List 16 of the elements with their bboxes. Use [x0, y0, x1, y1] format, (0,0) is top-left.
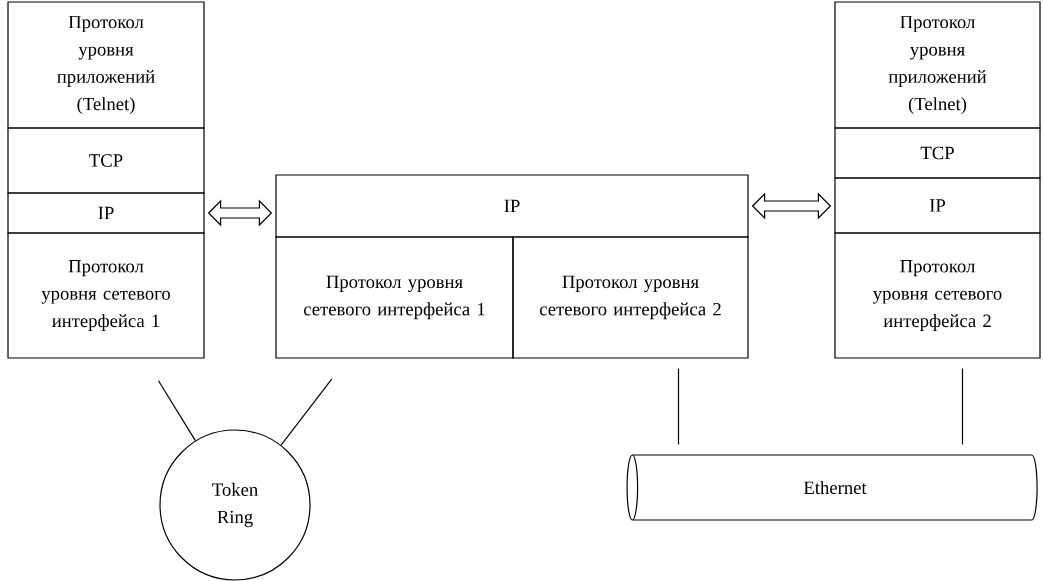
- connection-line: [280, 378, 333, 446]
- protocol-box: IP: [7, 192, 205, 234]
- protocol-box: TCP: [834, 127, 1041, 179]
- protocol-box: IP: [275, 174, 749, 238]
- protocol-box: IP: [834, 177, 1041, 234]
- connection-line: [157, 380, 196, 442]
- connection-line: [961, 368, 964, 445]
- protocol-box: TCP: [7, 127, 205, 194]
- protocol-box: Протокол уровня приложений (Telnet): [7, 1, 205, 129]
- protocol-box: Протокол уровня сетевого интерфейса 2: [834, 232, 1041, 359]
- protocol-box: Протокол уровня сетевого интерфейса 2: [512, 236, 749, 359]
- protocol-box: Протокол уровня сетевого интерфейса 1: [7, 232, 205, 359]
- connection-line: [677, 368, 680, 445]
- protocol-box: Протокол уровня приложений (Telnet): [834, 1, 1041, 129]
- network-cylinder: Ethernet: [626, 454, 1038, 521]
- protocol-box: Протокол уровня сетевого интерфейса 1: [275, 236, 514, 359]
